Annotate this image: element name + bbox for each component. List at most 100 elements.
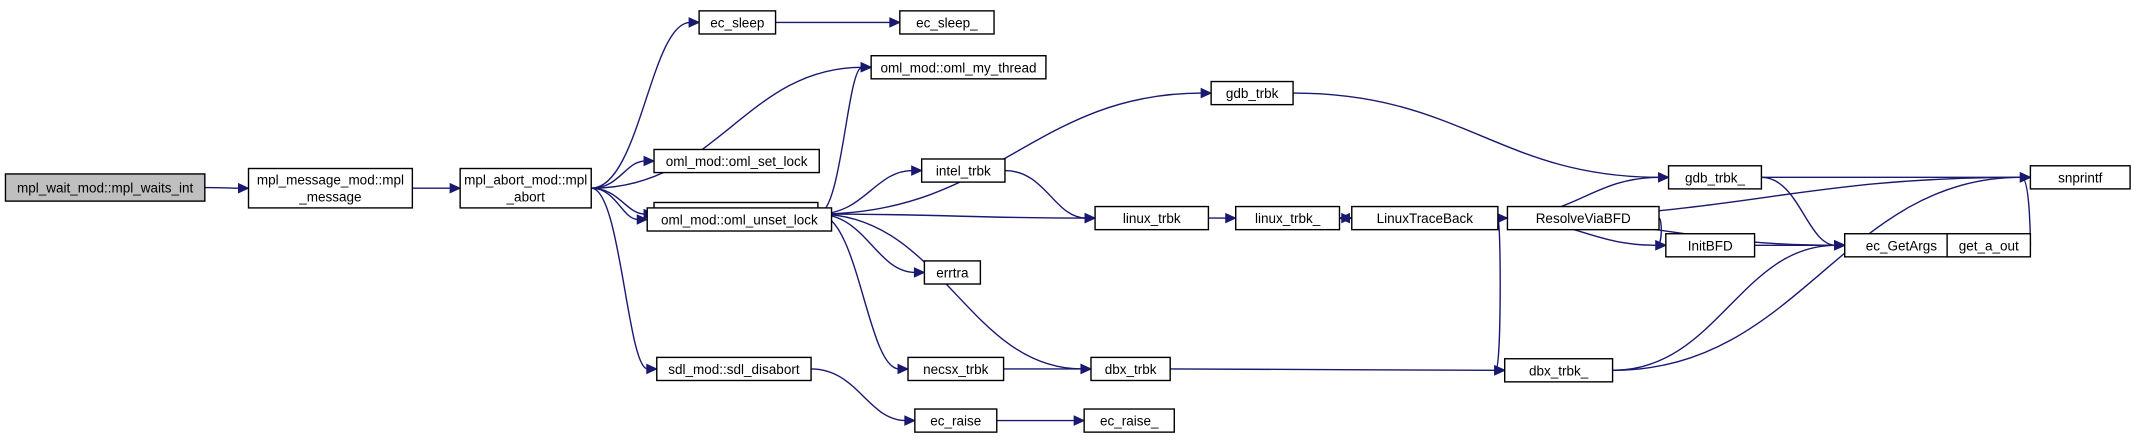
node-label: oml_mod::oml_my_thread [880,60,1036,75]
node-dbx_trbk_[interactable]: dbx_trbk_ [1504,358,1614,383]
node-ResolveViaBFD[interactable]: ResolveViaBFD [1506,205,1660,231]
node-label: InitBFD [1688,238,1733,253]
nodes-layer: mpl_wait_mod::mpl_waits_int mpl_message_m… [4,10,2131,433]
node-label: oml_mod::oml_set_lock [666,154,808,169]
node-label: dbx_trbk [1105,362,1157,377]
node-label: linux_trbk [1123,211,1181,226]
node-box [1210,80,1294,106]
node-mpl_message[interactable]: mpl_message_mod::mpl_message [247,167,414,209]
node-linux_trbk_[interactable]: linux_trbk_ [1235,205,1341,231]
node-label: LinuxTraceBack [1377,211,1474,226]
call-edge-mpl_abort-to-sdl_disabort [591,187,658,375]
call-edge-LinuxTraceBack-to-dbx_trbk_ [1494,217,1506,376]
node-box [459,167,592,209]
node-necsx_trbk[interactable]: necsx_trbk [907,356,1005,382]
node-label: _abort [506,190,546,205]
node-box [1235,205,1341,231]
call-edge-ec_sleep-to-ec_sleep_ [775,17,902,28]
node-label: dbx_trbk_ [1529,363,1589,378]
node-box [1504,358,1614,383]
node-sdl_disabort[interactable]: sdl_mod::sdl_disabort [656,356,812,382]
node-label: mpl_abort_mod::mpl [464,173,587,188]
node-box [907,356,1005,382]
node-box [1506,205,1660,231]
node-mpl_waits_int[interactable]: mpl_wait_mod::mpl_waits_int [4,173,206,202]
call-edge-ec_raise-to-ec_raise_ [996,415,1086,426]
node-box [656,356,812,382]
node-ec_raise_[interactable]: ec_raise_ [1083,408,1175,433]
node-box [870,55,1047,80]
node-box [247,167,414,209]
node-box [1665,233,1756,258]
node-oml_set_lock[interactable]: oml_mod::oml_set_lock [653,148,820,174]
node-get_a_out[interactable]: get_a_out [1946,233,2032,258]
call-edge-linux_trbk-to-linux_trbk_ [1208,212,1237,224]
node-box [1351,205,1499,231]
node-label: necsx_trbk [923,362,989,377]
node-box [899,10,995,35]
node-label: gdb_trbk_ [1685,170,1746,185]
node-linux_trbk[interactable]: linux_trbk [1094,205,1210,231]
call-edge-mpl_abort-to-oml_set_lock [591,155,656,189]
node-box [914,408,998,433]
node-oml_my_thread[interactable]: oml_mod::oml_my_thread [870,55,1047,80]
node-box [920,158,1006,183]
node-label: ec_raise [930,414,981,429]
node-errtra[interactable]: errtra [923,260,982,285]
node-box [646,207,833,232]
call-edge-mpl_abort-to-oml_unset_lock [591,187,649,225]
node-label: get_a_out [1959,238,2019,253]
call-edge-dbx_trbk_-to-ec_GetArgs [1612,240,1846,371]
node-label: gdb_trbk [1226,86,1279,101]
call-edge-mpl_abort-to-sdl_traceback [591,187,656,220]
call-edge-sdl_traceback-to-oml_my_thread [817,61,873,215]
call-edge-LinuxTraceBack-to-linux_trbk_ [1338,212,1352,224]
call-edge-necsx_trbk-to-dbx_trbk [1003,363,1093,375]
node-label: ec_raise_ [1100,414,1159,429]
node-gdb_trbk[interactable]: gdb_trbk [1210,80,1294,106]
call-edge-dbx_trbk-to-dbx_trbk_ [1170,365,1506,376]
node-InitBFD[interactable]: InitBFD [1665,233,1756,258]
node-dbx_trbk[interactable]: dbx_trbk [1090,356,1171,382]
node-label: oml_mod::oml_unset_lock [661,212,818,227]
node-label: linux_trbk_ [1255,211,1321,226]
call-edge-mpl_waits_int-to-mpl_message [204,182,250,194]
node-snprintf[interactable]: snprintf [2029,165,2131,190]
node-box [1946,233,2032,258]
call-edge-gdb_trbk_-to-snprintf [1761,172,2032,183]
call-edge-sdl_traceback-to-gdb_trbk [817,87,1213,215]
node-ec_sleep[interactable]: ec_sleep [698,10,777,35]
node-label: sdl_mod::sdl_disabort [668,362,800,377]
node-box [2029,165,2131,190]
call-edge-mpl_abort-to-ec_sleep [591,17,701,189]
call-edge-gdb_trbk-to-gdb_trbk_ [1293,92,1670,183]
call-edge-sdl_traceback-to-errtra [817,213,926,278]
node-label: ec_sleep_ [916,15,978,30]
call-edge-intel_trbk-to-linux_trbk [1004,169,1097,224]
call-edge-sdl_traceback-to-dbx_trbk [817,213,1093,375]
node-LinuxTraceBack[interactable]: LinuxTraceBack [1351,205,1499,231]
node-box [1094,205,1210,231]
call-edge-mpl_message-to-mpl_abort [412,182,462,194]
node-label: mpl_wait_mod::mpl_waits_int [17,181,194,196]
node-ec_GetArgs[interactable]: ec_GetArgs [1844,233,1959,258]
node-box [4,173,206,202]
node-oml_unset_lock[interactable]: oml_mod::oml_unset_lock [646,207,833,232]
node-label: ec_sleep [710,15,764,30]
node-ec_raise[interactable]: ec_raise [914,408,998,433]
call-edge-dbx_trbk_-to-snprintf [1612,172,2032,371]
call-edge-sdl_disabort-to-ec_raise [811,368,917,426]
node-intel_trbk[interactable]: intel_trbk [920,158,1006,183]
node-gdb_trbk_[interactable]: gdb_trbk_ [1667,165,1763,190]
node-box [698,10,777,35]
node-label: _message [298,190,361,205]
node-ec_sleep_[interactable]: ec_sleep_ [899,10,995,35]
node-mpl_abort[interactable]: mpl_abort_mod::mpl_abort [459,167,592,209]
node-label: mpl_message_mod::mpl [257,173,404,188]
node-box [1090,356,1171,382]
node-label: snprintf [2058,170,2103,185]
node-label: ResolveViaBFD [1536,211,1631,226]
node-label: intel_trbk [936,164,991,179]
node-box [1083,408,1175,433]
